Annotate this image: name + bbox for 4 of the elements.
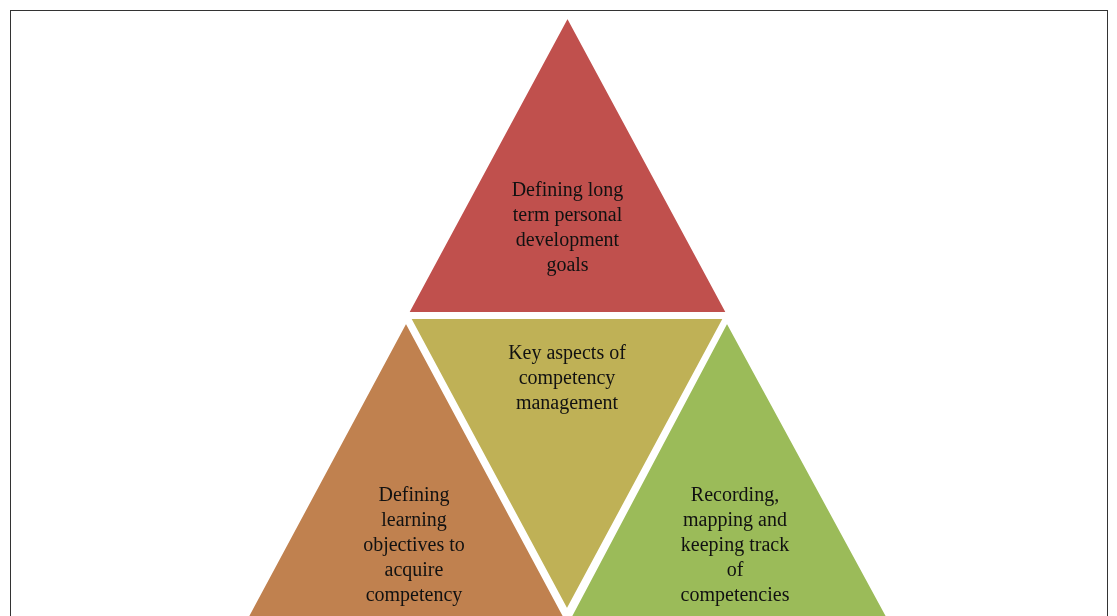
segment-label: Recording, mapping and keeping track of competencies — [679, 482, 791, 607]
segment-label: Defining long term personal development goals — [510, 177, 625, 277]
segment-label: Defining learning objectives to acquire competency — [362, 482, 466, 607]
segment-label: Key aspects of competency management — [508, 340, 626, 415]
